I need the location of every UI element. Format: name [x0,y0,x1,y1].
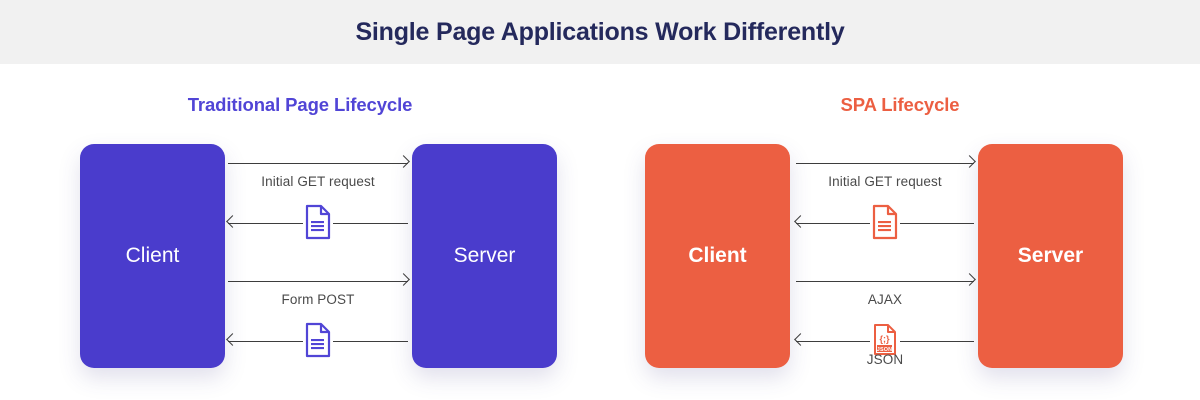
node-server-spa: Server [978,144,1123,368]
arrow-head-right-icon [397,273,410,286]
arrow-head-left-icon [794,215,807,228]
svg-text:{;}: {;} [879,334,889,344]
node-client-spa: Client [645,144,790,368]
arrow-head-right-icon [963,273,976,286]
node-client-traditional: Client [80,144,225,368]
panel-traditional: Traditional Page Lifecycle Client Server… [0,64,600,400]
flows-spa: Initial GET request [794,144,976,368]
flow-label: Initial GET request [261,174,375,189]
node-client-label: Client [125,244,180,267]
arrow-head-right-icon [963,155,976,168]
node-server-label: Server [1017,244,1084,267]
panel-spa: SPA Lifecycle Client Server Initial GET … [600,64,1200,400]
arrow-head-left-icon [226,215,239,228]
flow-label: Initial GET request [828,174,942,189]
flow-row: {;} JSON JSON [794,321,974,367]
json-file-icon: {;} JSON [870,321,900,359]
arrow-line [228,163,408,164]
flow-row: Initial GET request [796,154,976,189]
flow-row: Form POST [228,272,410,307]
arrow-head-left-icon [226,333,239,346]
flow-row: Initial GET request [228,154,410,189]
arrow-line [228,281,408,282]
arrow-head-left-icon [794,333,807,346]
arrow-line [796,163,974,164]
node-server-traditional: Server [412,144,557,368]
flow-label: JSON [866,352,904,367]
panel-heading-traditional: Traditional Page Lifecycle [187,94,413,115]
flows-traditional: Initial GET request [226,144,410,368]
flow-label: AJAX [867,292,903,307]
panel-heading-spa: SPA Lifecycle [840,94,960,115]
document-icon [303,203,333,241]
header-band [0,0,1200,64]
svg-text:JSON: JSON [877,347,892,353]
arrow-head-right-icon [397,155,410,168]
document-icon [303,321,333,359]
flow-row: AJAX [796,272,976,307]
node-client-label: Client [688,244,747,267]
arrow-line [796,281,974,282]
flow-row [226,203,408,241]
flow-label: Form POST [281,292,355,307]
page-title: Single Page Applications Work Differentl… [355,18,845,46]
flow-row [226,321,408,359]
flow-row [794,203,974,241]
document-icon [870,203,900,241]
node-server-label: Server [453,244,516,267]
